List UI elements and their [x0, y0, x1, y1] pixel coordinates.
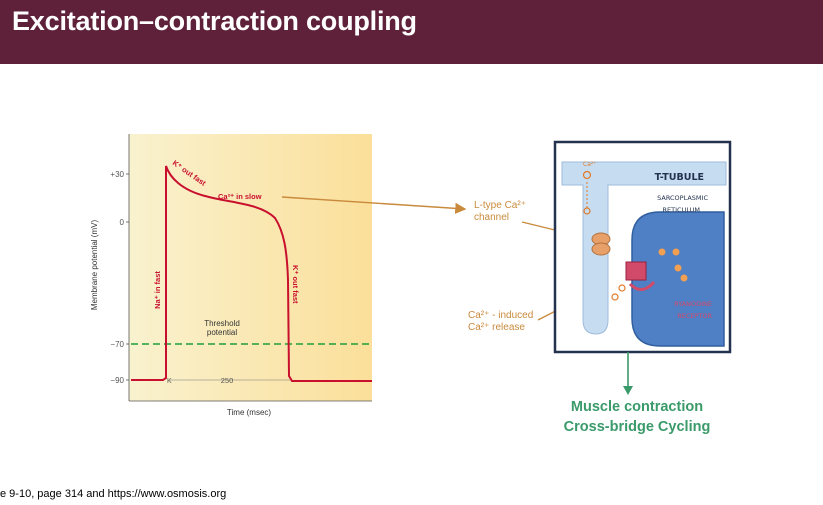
- ca-ion-label: Ca²⁺: [583, 161, 596, 168]
- cell-diagram: Ca²⁺ T-TUBULE SARCOPLASMIC RETICULUM RYA…: [553, 140, 732, 354]
- na-in-fast-label: Na⁺ in fast: [153, 271, 162, 309]
- t-tubule-label: T-TUBULE: [655, 172, 704, 183]
- y-tick-label: +30: [110, 170, 124, 179]
- calcium-ion: [674, 264, 682, 272]
- outcome-label: Muscle contraction: [571, 399, 703, 415]
- y-tick-label: −70: [110, 340, 124, 349]
- calcium-ion: [582, 170, 592, 180]
- sarcoplasmic-reticulum-label: SARCOPLASMIC: [657, 194, 708, 202]
- ca-induced-label: Ca²⁺ release: [468, 322, 525, 333]
- sarcoplasmic-reticulum-label: RETICULUM: [663, 206, 700, 214]
- outcome-arrowhead: [623, 386, 633, 395]
- calcium-ion: [680, 274, 688, 282]
- l-type-label: channel: [474, 212, 509, 223]
- ryanodine-receptor-label: RECEPTOR: [677, 312, 712, 320]
- y-tick-label: 0: [120, 218, 125, 227]
- plot-background: [129, 134, 372, 401]
- l-type-label: L-type Ca²⁺: [474, 200, 526, 211]
- ryanodine-receptor-label: RYANODINE: [674, 300, 712, 308]
- action-potential-trace: [131, 165, 372, 382]
- threshold-label: potential: [207, 328, 237, 337]
- action-potential-graph: +30 0 −70 −90 Membrane potential (mV) Ti…: [90, 134, 372, 417]
- ryanodine-receptor: [625, 261, 656, 291]
- duration-arrow-k: K: [167, 378, 172, 385]
- l-type-channel: [591, 232, 611, 256]
- calcium-ion: [672, 248, 680, 256]
- duration-label: 250: [221, 376, 234, 385]
- y-tick-label: −90: [110, 376, 124, 385]
- citation: e 9-10, page 314 and https://www.osmosis…: [0, 488, 227, 500]
- y-axis-label: Membrane potential (mV): [90, 220, 99, 311]
- calcium-ion: [611, 293, 619, 301]
- x-axis-label: Time (msec): [227, 408, 271, 417]
- slide-title: Excitation–contraction coupling: [12, 6, 417, 36]
- title-bar: Excitation–contraction coupling: [0, 0, 823, 64]
- t-tubule: [561, 161, 727, 335]
- calcium-ion: [618, 284, 626, 292]
- sarcoplasmic-reticulum: [631, 211, 725, 347]
- ca-induced-label: Ca²⁺ - induced: [468, 310, 533, 321]
- threshold-label: Threshold: [204, 319, 240, 328]
- outcome-label: Cross-bridge Cycling: [564, 419, 711, 435]
- calcium-ion: [658, 248, 666, 256]
- k-out-fast-right-label: K⁺ out fast: [291, 265, 300, 304]
- ca-in-slow-label: Ca²⁺ in slow: [218, 192, 262, 201]
- calcium-ion: [583, 207, 591, 215]
- ca-slow-callout-arrow: [281, 196, 467, 214]
